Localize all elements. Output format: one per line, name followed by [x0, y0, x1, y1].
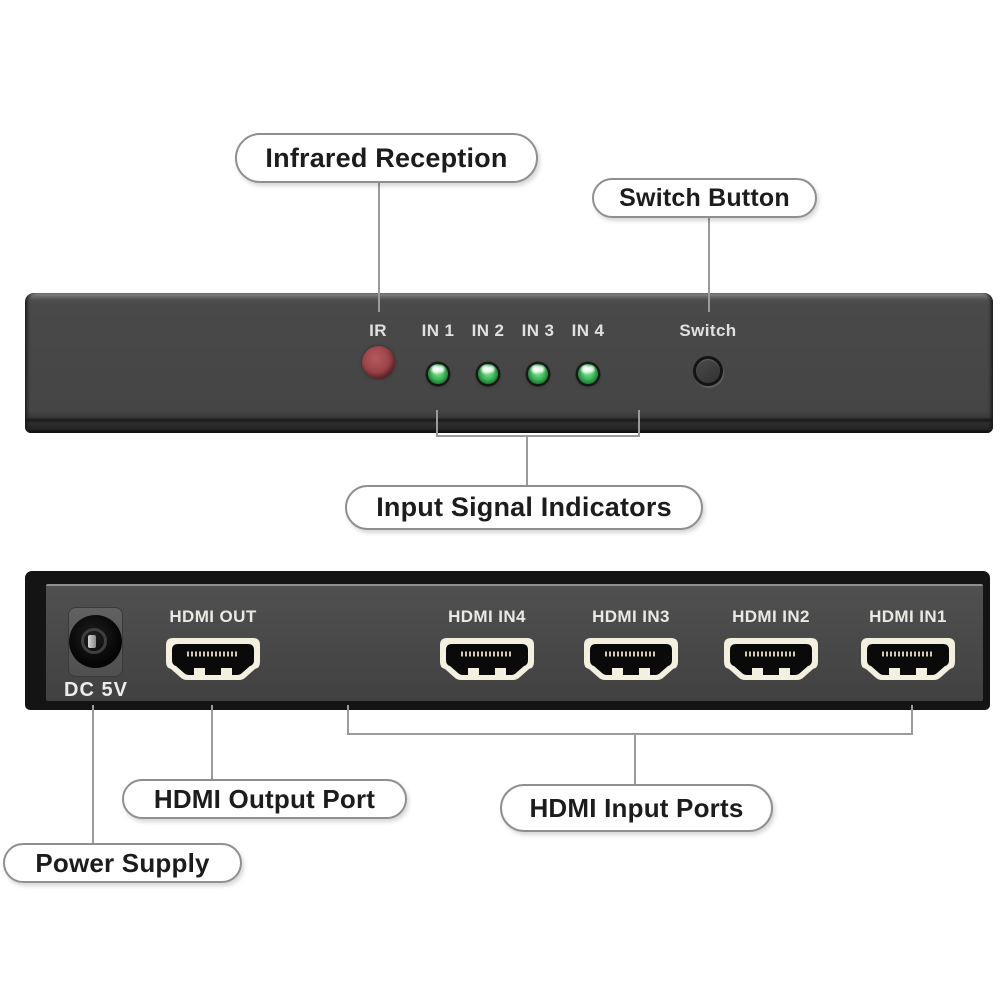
input1-led-icon	[428, 364, 448, 384]
hdmi-in2-port-group: HDMI IN2	[701, 608, 841, 681]
hdmi-in3-label: HDMI IN3	[592, 607, 670, 626]
hdmi-out-label: HDMI OUT	[169, 607, 257, 626]
input2-label: IN 2	[471, 321, 505, 340]
leader-line-switch	[708, 218, 710, 312]
input4-label: IN 4	[571, 321, 605, 340]
hdmi-out-port-group: HDMI OUT	[143, 608, 283, 681]
callout-hdmi-output-port: HDMI Output Port	[122, 779, 407, 819]
callout-input-signal-indicators: Input Signal Indicators	[345, 485, 703, 530]
input-bracket-stem	[634, 735, 636, 785]
input3-indicator-group: IN 3	[505, 322, 571, 384]
dc-power-jack-icon	[68, 607, 123, 677]
ir-led-icon	[361, 346, 395, 379]
back-panel: DC 5V HDMI OUT HDMI IN4	[25, 571, 990, 710]
input4-led-icon	[578, 364, 598, 384]
input-bracket-left	[347, 705, 349, 735]
hdmi-in2-label: HDMI IN2	[732, 607, 810, 626]
input-bracket-right	[911, 705, 913, 735]
input4-indicator-group: IN 4	[555, 322, 621, 384]
dc-5v-label: DC 5V	[64, 679, 128, 701]
hdmi-in1-label: HDMI IN1	[869, 607, 947, 626]
callout-switch-button: Switch Button	[592, 178, 817, 218]
ir-label: IR	[369, 321, 387, 340]
bracket-line-right	[638, 410, 640, 437]
input3-label: IN 3	[521, 321, 555, 340]
bracket-line-stem	[526, 437, 528, 485]
hdmi-in3-port-group: HDMI IN3	[561, 608, 701, 681]
hdmi-port-icon	[440, 638, 534, 680]
hdmi-port-icon	[724, 638, 818, 680]
input3-led-icon	[528, 364, 548, 384]
switch-group: Switch	[675, 322, 741, 386]
bracket-line-left	[436, 410, 438, 437]
hdmi-in4-port-group: HDMI IN4	[417, 608, 557, 681]
switch-label: Switch	[679, 321, 737, 340]
input2-indicator-group: IN 2	[455, 322, 521, 384]
input2-led-icon	[478, 364, 498, 384]
leader-line-infrared	[378, 183, 380, 312]
input-bracket-horizontal	[347, 733, 913, 735]
dc-jack-hole	[69, 615, 122, 668]
hdmi-port-icon	[584, 638, 678, 680]
hdmi-port-icon	[166, 638, 260, 680]
dc-jack-pin	[88, 635, 96, 648]
switch-button-icon	[693, 356, 723, 386]
bracket-line-horizontal	[436, 435, 640, 437]
dc-jack-ring	[81, 628, 107, 654]
callout-power-supply: Power Supply	[3, 843, 242, 883]
hdmi-in4-label: HDMI IN4	[448, 607, 526, 626]
hdmi-port-icon	[861, 638, 955, 680]
hdmi-in1-port-group: HDMI IN1	[838, 608, 978, 681]
front-panel: IR IN 1 IN 2 IN 3 IN 4 Switch	[25, 293, 993, 433]
callout-hdmi-input-ports: HDMI Input Ports	[500, 784, 773, 832]
input1-indicator-group: IN 1	[405, 322, 471, 384]
callout-infrared-reception: Infrared Reception	[235, 133, 538, 183]
leader-line-power	[92, 705, 94, 844]
leader-line-hdmi-out	[211, 705, 213, 780]
input1-label: IN 1	[421, 321, 455, 340]
ir-sensor-group: IR	[345, 322, 411, 379]
